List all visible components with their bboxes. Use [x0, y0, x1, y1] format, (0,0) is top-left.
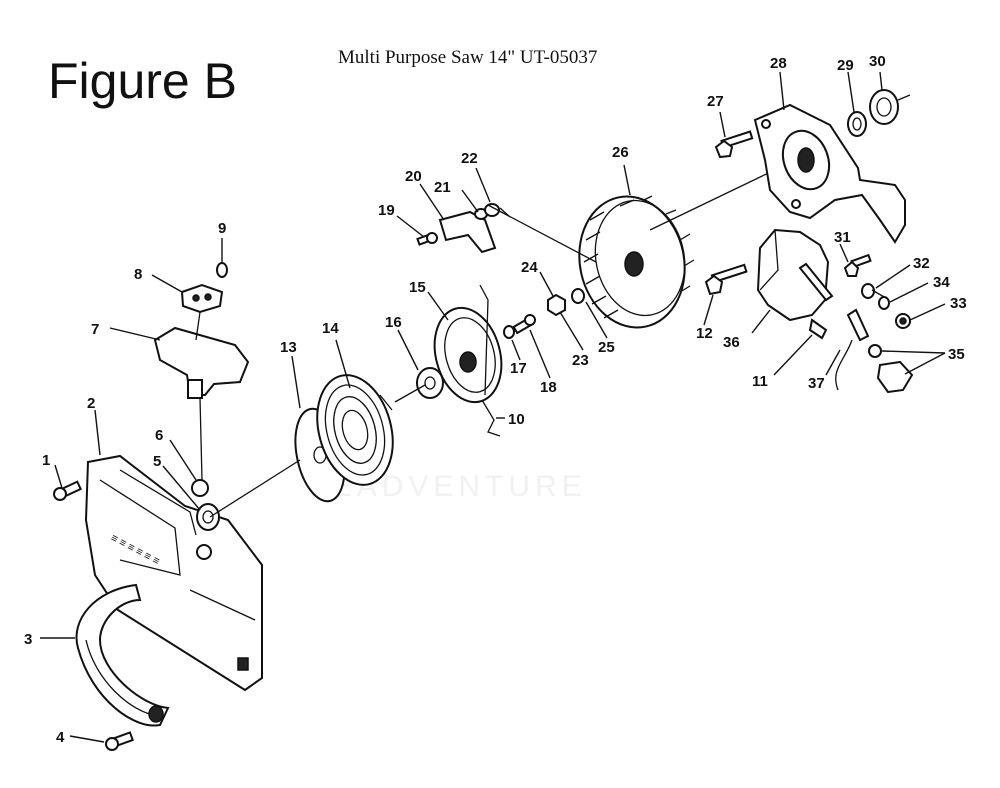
- part-number-3: 3: [24, 631, 32, 648]
- spring-clip-part-10: [481, 399, 501, 437]
- part-number-26: 26: [612, 144, 629, 161]
- washer-part-16: [416, 367, 444, 399]
- part-number-29: 29: [837, 57, 854, 74]
- screw-part-27: [714, 130, 754, 159]
- part-number-20: 20: [405, 168, 422, 185]
- screw-part-19: [416, 232, 438, 246]
- part-number-35: 35: [948, 346, 965, 363]
- part-number-9: 9: [218, 220, 226, 237]
- part-number-14: 14: [322, 320, 339, 337]
- terminal-part-32: [861, 283, 887, 299]
- recoil-spring-part-14: [316, 374, 394, 486]
- part-number-23: 23: [572, 352, 589, 369]
- pawl-part-20: [438, 210, 497, 254]
- bearing-part-30: [869, 89, 911, 125]
- part-number-30: 30: [869, 53, 886, 70]
- part-number-37: 37: [808, 375, 825, 392]
- part-number-13: 13: [280, 339, 297, 356]
- part-number-34: 34: [933, 274, 950, 291]
- part-number-36: 36: [723, 334, 740, 351]
- part-number-11: 11: [752, 373, 768, 390]
- part-number-18: 18: [540, 379, 557, 396]
- nut-part-23: [547, 293, 566, 317]
- ignition-module-part-36: [756, 228, 834, 322]
- part-number-24: 24: [521, 259, 538, 276]
- screw-part-31: [843, 253, 872, 277]
- part-number-28: 28: [770, 55, 787, 72]
- seal-part-29: [847, 111, 867, 137]
- part-number-1: 1: [42, 452, 50, 469]
- rope-line: [199, 397, 203, 481]
- part-number-8: 8: [134, 266, 142, 283]
- rope-knot-part-9: [216, 262, 228, 278]
- diagram-title: Multi Purpose Saw 14" UT-05037: [338, 47, 598, 68]
- part-number-21: 21: [434, 179, 451, 196]
- part-number-7: 7: [91, 321, 99, 338]
- starter-housing: ≡≡≡≡≡≡: [84, 454, 263, 692]
- part-number-32: 32: [913, 255, 930, 272]
- crankcase-part-28: [753, 103, 906, 244]
- guard-ring: [75, 583, 170, 727]
- part-number-6: 6: [155, 427, 163, 444]
- part-number-27: 27: [707, 93, 724, 110]
- clip-part-34: [878, 296, 890, 310]
- nut-part-33: [895, 313, 911, 329]
- part-number-17: 17: [510, 360, 527, 377]
- starter-handle-part-7: [153, 326, 250, 399]
- screw-part-4: [105, 731, 134, 751]
- washer-part-17: [503, 325, 515, 339]
- part-number-19: 19: [378, 202, 395, 219]
- plug-lead-part-37: [835, 308, 870, 391]
- part-number-10: 10: [508, 411, 525, 428]
- screw-part-12: [704, 263, 748, 296]
- flywheel-part-26: [578, 195, 695, 329]
- part-number-33: 33: [950, 295, 967, 312]
- starter-pulley-part-15: [433, 284, 503, 404]
- figure-label: Figure B: [48, 53, 237, 109]
- pulley-bushing-part-5: [196, 503, 220, 531]
- spark-plug-boot-part-35: [868, 344, 914, 394]
- part-number-4: 4: [56, 729, 65, 746]
- nut-part-6: [191, 479, 209, 497]
- part-number-31: 31: [834, 229, 851, 246]
- axis-line: [649, 164, 786, 231]
- part-number-25: 25: [598, 339, 615, 356]
- part-number-12: 12: [696, 325, 713, 342]
- part-number-5: 5: [153, 453, 161, 470]
- part-number-15: 15: [409, 279, 426, 296]
- part-number-2: 2: [87, 395, 95, 412]
- axis-line: [209, 459, 301, 518]
- rope-line: [195, 311, 201, 341]
- leader-lines: [40, 71, 946, 743]
- washer-part-25: [571, 288, 585, 304]
- part-number-22: 22: [461, 150, 478, 167]
- part-number-16: 16: [385, 314, 402, 331]
- screw-part-18: [512, 314, 536, 335]
- terminal-part-11: [808, 318, 828, 340]
- handle-insert-part-8: [180, 283, 224, 314]
- axis-line: [394, 384, 426, 403]
- part-number-labels: 1 2 3 4 5 6 7 8 9 10 11 12 13 14 15 16 1…: [24, 53, 967, 746]
- spring-part-22: [484, 203, 511, 218]
- axis-line: [487, 204, 597, 263]
- screw-part-1: [53, 480, 82, 501]
